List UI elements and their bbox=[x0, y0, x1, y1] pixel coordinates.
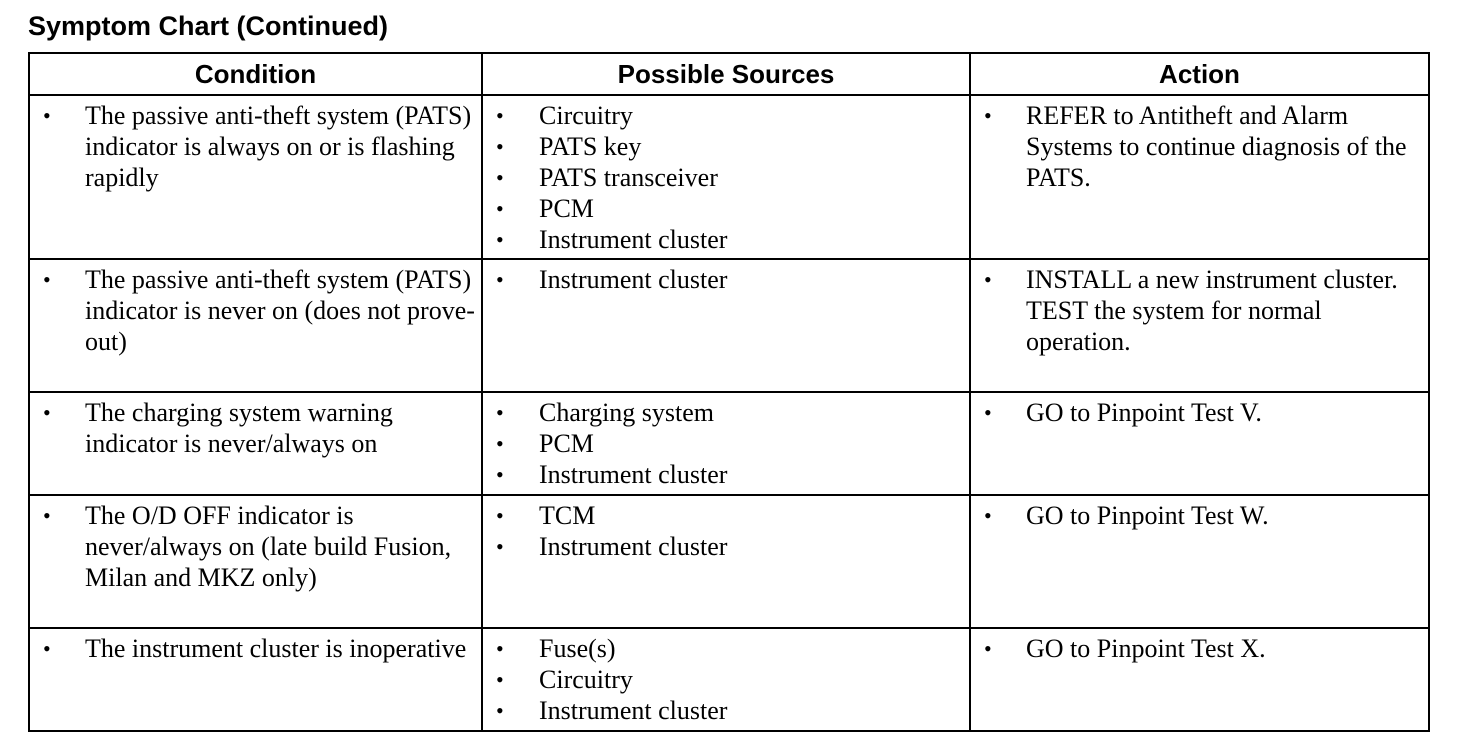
condition-item: •The charging system warning indicator i… bbox=[43, 398, 393, 458]
sources-cell: •Circuitry •PATS key •PATS transceiver •… bbox=[481, 94, 971, 260]
bullet-icon: • bbox=[984, 503, 992, 528]
bullet-icon: • bbox=[43, 636, 51, 661]
bullet-icon: • bbox=[496, 431, 504, 456]
bullet-icon: • bbox=[984, 267, 992, 292]
source-item: •Instrument cluster bbox=[496, 696, 728, 725]
source-item: •PATS key bbox=[496, 132, 642, 161]
action-item: •REFER to Antitheft and Alarm Systems to… bbox=[984, 101, 1407, 192]
symptom-chart-table: Condition Possible Sources Action •The p… bbox=[28, 52, 1430, 732]
action-cell: •GO to Pinpoint Test W. bbox=[969, 494, 1430, 629]
bullet-icon: • bbox=[496, 227, 504, 252]
condition-cell: •The charging system warning indicator i… bbox=[28, 391, 483, 496]
bullet-icon: • bbox=[496, 134, 504, 159]
sources-cell: •TCM •Instrument cluster bbox=[481, 494, 971, 629]
condition-cell: •The instrument cluster is inoperative bbox=[28, 627, 483, 732]
condition-cell: •The passive anti-theft system (PATS) in… bbox=[28, 258, 483, 393]
sources-cell: •Charging system •PCM •Instrument cluste… bbox=[481, 391, 971, 496]
bullet-icon: • bbox=[496, 165, 504, 190]
condition-item: •The passive anti-theft system (PATS) in… bbox=[43, 101, 472, 192]
sources-cell: •Instrument cluster bbox=[481, 258, 971, 393]
source-item: •Circuitry bbox=[496, 101, 633, 130]
action-item: •GO to Pinpoint Test V. bbox=[984, 398, 1262, 427]
action-item: •INSTALL a new instrument cluster. TEST … bbox=[984, 265, 1398, 356]
condition-cell: •The O/D OFF indicator is never/always o… bbox=[28, 494, 483, 629]
source-item: •Instrument cluster bbox=[496, 460, 728, 489]
bullet-icon: • bbox=[496, 462, 504, 487]
condition-cell: •The passive anti-theft system (PATS) in… bbox=[28, 94, 483, 260]
bullet-icon: • bbox=[984, 636, 992, 661]
bullet-icon: • bbox=[496, 196, 504, 221]
bullet-icon: • bbox=[496, 636, 504, 661]
action-item: •GO to Pinpoint Test X. bbox=[984, 634, 1266, 663]
page-title: Symptom Chart (Continued) bbox=[28, 11, 388, 41]
bullet-icon: • bbox=[496, 503, 504, 528]
bullet-icon: • bbox=[496, 534, 504, 559]
table-row: •The charging system warning indicator i… bbox=[28, 391, 1430, 496]
condition-item: •The passive anti-theft system (PATS) in… bbox=[43, 265, 475, 356]
source-item: •PATS transceiver bbox=[496, 163, 718, 192]
source-item: •TCM bbox=[496, 501, 596, 530]
action-cell: •GO to Pinpoint Test V. bbox=[969, 391, 1430, 496]
condition-item: •The instrument cluster is inoperative bbox=[43, 634, 467, 663]
table-row: •The instrument cluster is inoperative •… bbox=[28, 627, 1430, 732]
bullet-icon: • bbox=[496, 667, 504, 692]
bullet-icon: • bbox=[496, 400, 504, 425]
bullet-icon: • bbox=[496, 103, 504, 128]
header-condition: Condition bbox=[28, 52, 483, 96]
source-item: •Charging system bbox=[496, 398, 715, 427]
condition-item: •The O/D OFF indicator is never/always o… bbox=[43, 501, 452, 592]
source-item: •Circuitry bbox=[496, 665, 633, 694]
bullet-icon: • bbox=[496, 698, 504, 723]
action-cell: •REFER to Antitheft and Alarm Systems to… bbox=[969, 94, 1430, 260]
source-item: •PCM bbox=[496, 429, 594, 458]
source-item: •Instrument cluster bbox=[496, 265, 728, 294]
bullet-icon: • bbox=[43, 400, 51, 425]
source-item: •Fuse(s) bbox=[496, 634, 616, 663]
bullet-icon: • bbox=[984, 103, 992, 128]
table-row: •The O/D OFF indicator is never/always o… bbox=[28, 494, 1430, 629]
action-cell: •GO to Pinpoint Test X. bbox=[969, 627, 1430, 732]
bullet-icon: • bbox=[496, 267, 504, 292]
sources-cell: •Fuse(s) •Circuitry •Instrument cluster bbox=[481, 627, 971, 732]
bullet-icon: • bbox=[984, 400, 992, 425]
source-item: •Instrument cluster bbox=[496, 532, 728, 561]
table-row: •The passive anti-theft system (PATS) in… bbox=[28, 258, 1430, 393]
action-cell: •INSTALL a new instrument cluster. TEST … bbox=[969, 258, 1430, 393]
bullet-icon: • bbox=[43, 503, 51, 528]
bullet-icon: • bbox=[43, 267, 51, 292]
header-possible-sources: Possible Sources bbox=[481, 52, 971, 96]
source-item: •Instrument cluster bbox=[496, 225, 728, 254]
table-header-row: Condition Possible Sources Action bbox=[28, 52, 1430, 96]
source-item: •PCM bbox=[496, 194, 594, 223]
table-row: •The passive anti-theft system (PATS) in… bbox=[28, 94, 1430, 260]
action-item: •GO to Pinpoint Test W. bbox=[984, 501, 1269, 530]
bullet-icon: • bbox=[43, 103, 51, 128]
header-action: Action bbox=[969, 52, 1430, 96]
